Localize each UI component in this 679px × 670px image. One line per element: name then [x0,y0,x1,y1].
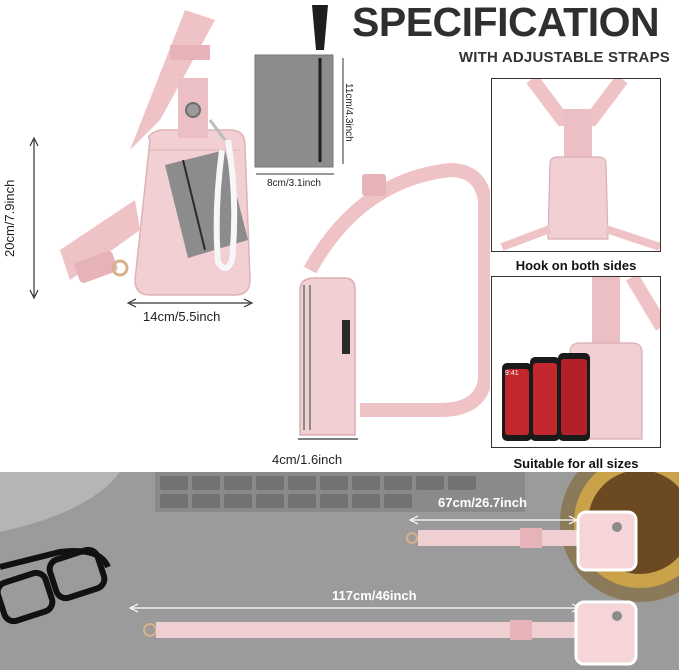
bag-front-illustration [29,10,254,308]
short-strap-length: 67cm/26.7inch [438,495,527,510]
width-dimension: 14cm/5.5inch [143,309,221,324]
depth-dimension: 4cm/1.6inch [272,452,343,467]
sizes-panel [491,276,661,448]
hook-illustration [500,79,660,251]
sizes-illustration [502,277,660,441]
pouch-height-dimension: 11cm/4.3inch [343,82,354,142]
long-strap-length: 117cm/46inch [332,588,417,603]
sizes-caption: Suitable for all sizes [513,456,639,471]
straps-section: 67cm/26.7inch 117cm/46inch [0,472,679,670]
pouch-width-dimension: 8cm/3.1inch [267,178,321,189]
pouch-illustration [254,5,344,175]
straps-illustration [0,472,679,666]
phone-time: 9:41 [505,370,519,377]
bag-side-illustration [298,162,490,440]
spec-subtitle: WITH ADJUSTABLE STRAPS [458,49,670,66]
hook-caption: Hook on both sides [515,258,637,273]
spec-title: SPECIFICATION [352,0,660,45]
hook-panel [491,78,661,252]
height-dimension: 20cm/7.9inch [2,179,17,257]
